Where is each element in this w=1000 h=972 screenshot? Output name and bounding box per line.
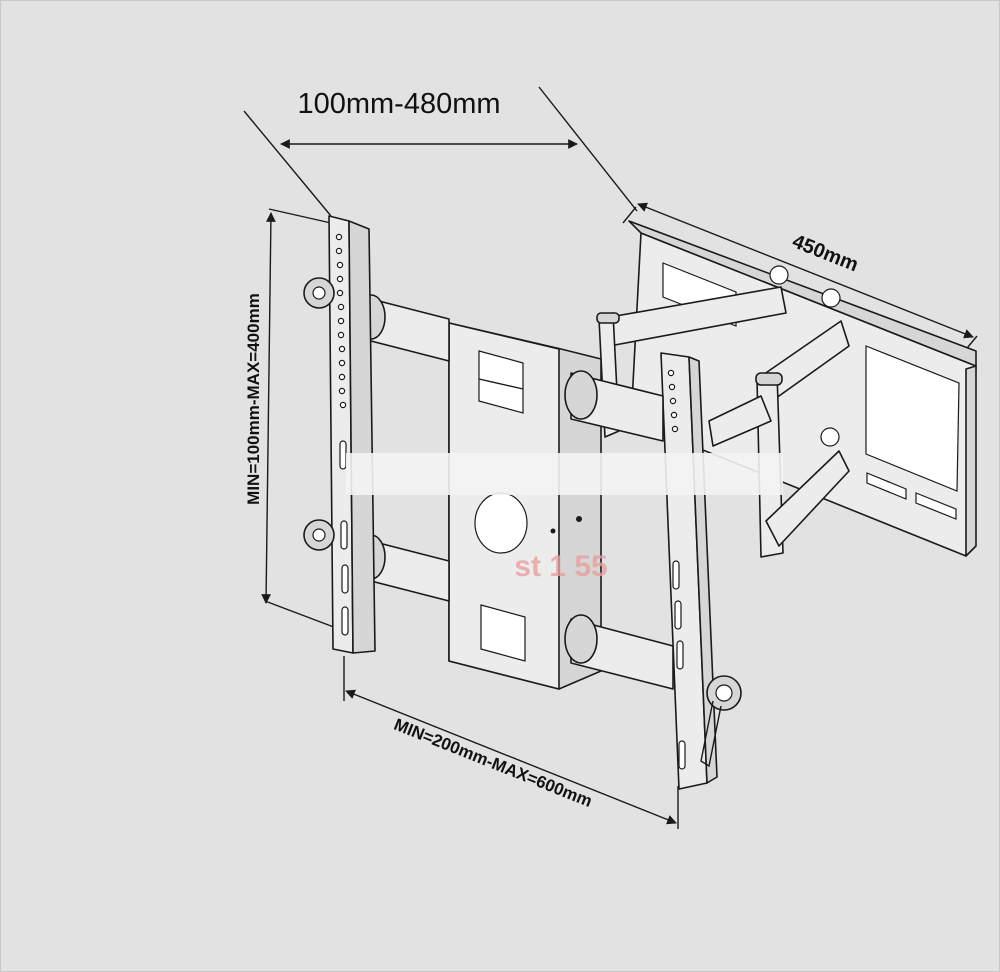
rail-hole <box>671 425 679 433</box>
rail-hole <box>338 373 346 381</box>
extension-line-bottom <box>264 600 340 630</box>
bolt-3 <box>820 427 840 447</box>
rail-hole <box>338 345 346 353</box>
rail-hole <box>337 317 345 325</box>
watermark-band <box>346 453 783 495</box>
lower-arm <box>765 450 850 547</box>
dimension-label-right: 450mm <box>789 231 861 277</box>
watermark-overlay: st 1 55 <box>346 453 783 583</box>
dimension-label-top: 100mm-480mm <box>297 88 500 120</box>
carriage-window-divider <box>478 378 524 390</box>
rail-hole <box>338 359 346 367</box>
dimension-label-bottom: MIN=200mm-MAX=600mm <box>391 715 595 811</box>
dimension-bottom: MIN=200mm-MAX=600mm <box>343 656 679 829</box>
arm-pivot-cap-left <box>596 312 620 324</box>
carriage-screw <box>550 528 556 534</box>
rail-left <box>303 215 376 654</box>
knob-upper-left-center <box>312 286 326 300</box>
extension-line-top <box>268 208 332 224</box>
extension-tick-a <box>622 206 637 224</box>
rail-hole <box>669 397 677 405</box>
knob-lower-right-center <box>715 684 733 702</box>
rail-hole <box>337 303 345 311</box>
carriage-screw <box>576 516 582 522</box>
rail-hole <box>335 233 343 241</box>
wall-plate-slot-4 <box>915 492 957 520</box>
rail-hole <box>668 383 676 391</box>
rail-hole <box>670 411 678 419</box>
wall-plate-slot-2 <box>865 345 960 492</box>
tube-lower-right-end <box>564 614 598 664</box>
wall-plate-side <box>965 365 977 557</box>
rail-hole <box>336 275 344 283</box>
cross-tubes <box>356 294 674 690</box>
extension-line-right <box>538 86 638 212</box>
rail-slot <box>678 740 686 770</box>
dimension-label-left: MIN=100mm-MAX=400mm <box>244 293 263 505</box>
rail-hole <box>335 247 343 255</box>
rail-hole <box>337 331 345 339</box>
center-carriage <box>448 322 602 690</box>
extension-line-left <box>243 110 332 217</box>
rail-hole <box>667 369 675 377</box>
rail-hole <box>338 387 346 395</box>
rail-hole <box>339 401 347 409</box>
rail-slot <box>674 600 682 630</box>
rail-slot <box>340 520 348 550</box>
safety-lever <box>700 700 722 768</box>
carriage-center-hole <box>474 492 528 554</box>
rail-hole <box>336 289 344 297</box>
rail-slot <box>341 564 349 594</box>
rail-slot <box>672 560 680 590</box>
rail-slot <box>341 606 349 636</box>
watermark-text: st 1 55 <box>514 550 607 583</box>
carriage-window-top <box>478 350 524 414</box>
wall-plate-slot-3 <box>866 472 907 500</box>
bolt-1 <box>769 265 789 285</box>
bolt-2 <box>821 288 841 308</box>
connector-arm <box>708 395 772 447</box>
dimension-arrow-left <box>261 212 276 604</box>
dimension-left: MIN=100mm-MAX=400mm <box>244 208 340 630</box>
dimension-arrow-right <box>637 202 974 339</box>
knob-lower-left-center <box>312 528 326 542</box>
rail-slot <box>339 440 347 470</box>
carriage-window-bottom <box>480 604 526 662</box>
rail-left-side <box>348 220 376 654</box>
dimension-arrow-bottom <box>345 689 677 825</box>
dimension-top: 100mm-480mm <box>243 86 638 217</box>
rail-hole <box>336 261 344 269</box>
arm-pivot-cap-right <box>755 372 783 386</box>
rail-slot <box>676 640 684 670</box>
tube-upper-right-end <box>564 370 598 420</box>
